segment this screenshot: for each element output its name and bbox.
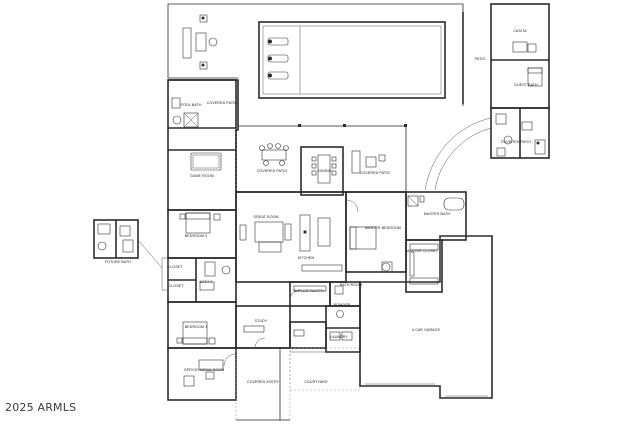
room-label-bedroom-2: BEDROOM 2 bbox=[185, 234, 207, 238]
room-label-covered-patio-3: COVERED PATIO bbox=[360, 171, 390, 175]
room-label-closet-2: CLOSET bbox=[169, 284, 185, 288]
room-label-office: OFFICE/ MEDIA ROOM bbox=[184, 368, 224, 372]
room-label-study: STUDY bbox=[255, 319, 268, 323]
room-label-courtyard: COURTYARD bbox=[304, 380, 328, 384]
room-label-powder: POWDER bbox=[334, 303, 351, 307]
future-bath bbox=[93, 219, 163, 269]
room-label-covered-patio-4: COVERED PATIO bbox=[501, 140, 531, 144]
room-label-great-room: GREAT ROOM bbox=[253, 215, 278, 219]
room-label-covered-patio: COVERED PATIO bbox=[207, 101, 237, 105]
room-label-covered-entry: COVERED ENTRY bbox=[247, 380, 280, 384]
room-label-bath-2: BATH 2 bbox=[200, 280, 213, 284]
room-label-bath-room: BATH ROOM bbox=[340, 283, 362, 287]
room-label-garage: 4 CAR GARAGE bbox=[412, 328, 441, 332]
room-label-kitchen: KITCHEN bbox=[298, 256, 315, 260]
room-label-future-bath: FUTURE BATH bbox=[105, 260, 131, 264]
watermark: 2025 ARMLS bbox=[5, 401, 77, 414]
room-label-master-bath: MASTER BATH bbox=[424, 212, 451, 216]
room-label-covered-patio-2: COVERED PATIO bbox=[257, 169, 287, 173]
room-label-master-bedroom: MASTER BEDROOM bbox=[365, 226, 401, 230]
room-label-patio: PATIO bbox=[475, 57, 486, 61]
room-label-game-room: GAME ROOM bbox=[190, 174, 214, 178]
central-house bbox=[235, 124, 493, 421]
room-label-casita: CASITA bbox=[513, 29, 527, 33]
main-house-walls bbox=[161, 79, 239, 401]
backyard bbox=[167, 3, 464, 106]
room-label-dining: DINING bbox=[318, 169, 331, 173]
room-label-butler-pantry: BUTLER PANTRY bbox=[294, 289, 325, 293]
room-label-guest-bath: GUEST BATH bbox=[514, 83, 538, 87]
room-label-master-closet: MASTER CLOSET bbox=[406, 249, 438, 253]
room-labels: CASITA GUEST BATH PATIO POOL BATH COVERED PA… bbox=[105, 29, 538, 384]
room-label-pool-bath: POOL BATH bbox=[180, 103, 201, 107]
room-label-laundry: LAUNDRY bbox=[330, 335, 348, 339]
room-label-closet: CLOSET bbox=[168, 265, 184, 269]
room-label-bedroom-3: BEDROOM 3 bbox=[185, 325, 207, 329]
casita bbox=[424, 3, 550, 191]
pool bbox=[258, 21, 446, 99]
outdoor-seating bbox=[182, 14, 218, 70]
lounge-chairs bbox=[267, 37, 289, 80]
